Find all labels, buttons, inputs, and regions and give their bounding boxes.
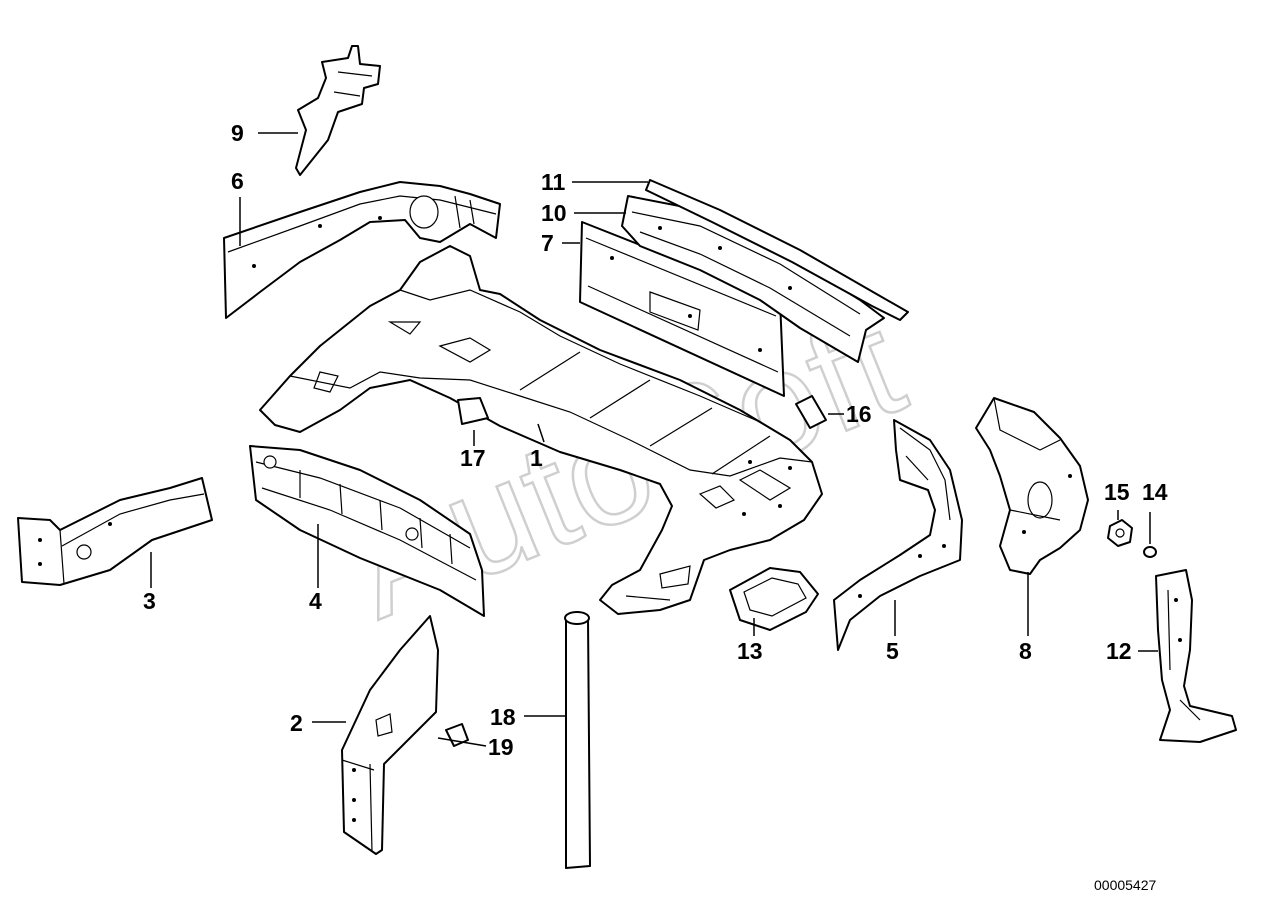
reference-number: 00005427 [1094,877,1157,893]
callout-13: 13 [737,638,763,664]
part-4-rear-apron [249,445,485,617]
callout-9: 9 [231,120,244,146]
part-9-bracket [295,45,381,176]
callout-4: 4 [309,588,322,614]
part-8-bracket [975,397,1089,575]
part-17-clip [457,397,489,425]
part-6-side-member [223,181,501,319]
callout-2: 2 [290,710,303,736]
callout-10: 10 [541,200,567,226]
part-2-lower-panel [341,615,439,855]
callout-8: 8 [1019,638,1032,664]
part-12-pillar [1155,569,1237,743]
callout-12: 12 [1106,638,1132,664]
callout-14: 14 [1142,479,1168,505]
part-3-side-rail [17,477,213,586]
callout-16: 16 [846,401,872,427]
callout-1: 1 [530,445,543,471]
part-18-tube [564,611,591,869]
callout-18: 18 [490,704,516,730]
leader-lines [150,132,1158,747]
callout-19: 19 [488,734,514,760]
callout-17: 17 [460,445,486,471]
callout-11: 11 [541,169,566,195]
part-15-nut [1107,519,1133,547]
callout-6: 6 [231,168,244,194]
callout-3: 3 [143,588,156,614]
part-14-washer [1143,546,1157,558]
part-13-gasket [729,567,819,631]
callout-15: 15 [1104,479,1130,505]
callout-7: 7 [541,230,554,256]
part-5-curved-member [833,419,963,651]
callout-5: 5 [886,638,899,664]
part-16-clip [795,395,827,429]
part-11-strip [645,179,909,321]
callout-labels: 9 6 11 10 7 16 17 1 15 14 3 4 13 5 8 12 … [143,120,1168,760]
